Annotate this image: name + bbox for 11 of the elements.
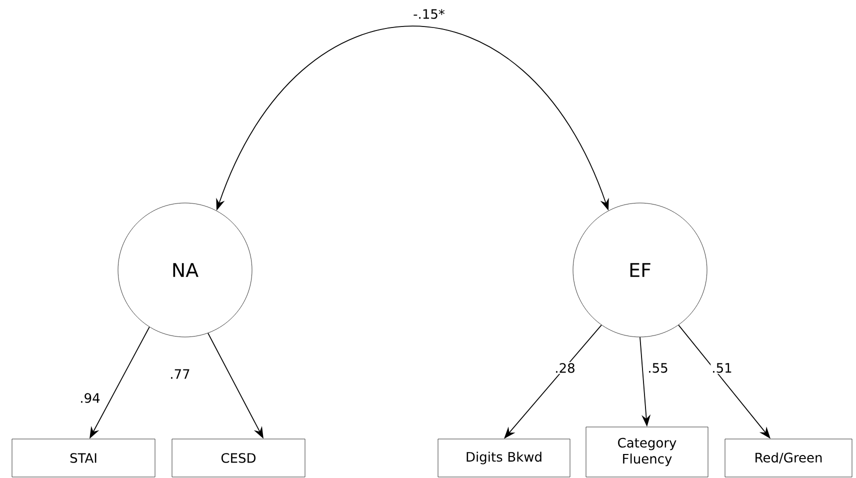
edge-label: .55	[646, 362, 670, 374]
edge-label: .94	[78, 392, 102, 404]
indicator-box: CESD	[172, 438, 306, 478]
edge-label: .77	[168, 368, 192, 380]
edge-label: -.15*	[412, 8, 446, 20]
indicator-box: Category Fluency	[586, 426, 708, 478]
edge-label: .51	[710, 362, 734, 374]
indicator-box: Digits Bkwd	[438, 438, 570, 478]
indicator-box: STAI	[12, 438, 156, 478]
edge-label: .28	[554, 362, 576, 374]
indicator-box: Red/Green	[724, 438, 852, 478]
